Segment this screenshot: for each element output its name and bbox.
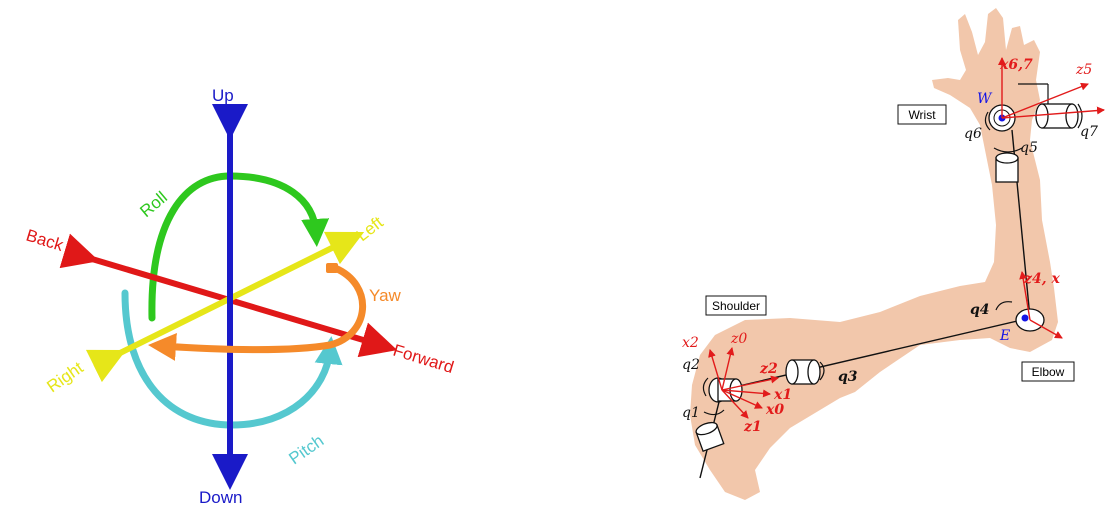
label-yaw: Yaw — [369, 286, 402, 305]
frame-arrows — [708, 57, 1105, 419]
label-x1: x1 — [773, 387, 792, 403]
rotation-hint-q1 — [703, 409, 725, 416]
shoulder-box: Shoulder — [705, 295, 767, 316]
axes-rotation-diagram: Up Down Roll Back Left Yaw Forward Right… — [24, 86, 456, 507]
joint-q6-wrist — [988, 104, 1016, 132]
arm-silhouette — [690, 8, 1058, 500]
rotation-hint-q7 — [1077, 103, 1083, 129]
label-right: Right — [43, 358, 87, 396]
label-z2: z2 — [759, 361, 778, 377]
label-q5: q5 — [1020, 140, 1038, 156]
yaw-arc-start — [326, 263, 338, 273]
elbow-box: Elbow — [1021, 361, 1075, 382]
label-back: Back — [24, 226, 66, 255]
rotation-hint-q2 — [702, 377, 709, 397]
robot-arm-diagram: Wrist Shoulder Elbow W E x6,7 z5 z4, x x… — [682, 8, 1105, 500]
label-up: Up — [212, 86, 234, 105]
rotation-hint-q4 — [995, 301, 1013, 311]
label-z5: z5 — [1075, 62, 1092, 78]
rotation-hint-q6 — [984, 111, 991, 131]
wrist-box: Wrist — [897, 104, 947, 125]
label-q6: q6 — [964, 126, 982, 142]
joint-q7-cylinder — [1035, 103, 1079, 129]
label-down: Down — [199, 488, 242, 507]
label-q7: q7 — [1080, 124, 1098, 140]
label-x67: x6,7 — [999, 57, 1033, 73]
label-q1: q1 — [682, 405, 700, 421]
rotation-hint-q5 — [993, 147, 1023, 153]
svg-text:Elbow: Elbow — [1032, 365, 1065, 379]
label-forward: Forward — [391, 341, 456, 377]
rotation-hint-q3 — [819, 361, 825, 381]
label-q4: q4 — [970, 302, 990, 318]
label-z4x: z4, x — [1023, 271, 1060, 287]
joint-q3-cylinder — [785, 359, 821, 385]
label-pitch: Pitch — [285, 431, 327, 468]
label-q2: q2 — [682, 357, 700, 373]
label-x0: x0 — [765, 402, 784, 418]
joint-q1-cylinder — [695, 421, 725, 452]
label-left: Left — [353, 213, 387, 246]
joint-q5-cylinder — [995, 152, 1019, 183]
yaw-arc — [148, 264, 366, 361]
label-e: E — [999, 328, 1010, 344]
label-z1: z1 — [743, 419, 762, 435]
label-roll: Roll — [136, 188, 171, 221]
label-w: W — [977, 91, 993, 107]
label-z0: z0 — [730, 331, 747, 347]
label-q3: q3 — [838, 369, 858, 385]
label-x2: x2 — [682, 335, 699, 351]
svg-text:Shoulder: Shoulder — [712, 299, 760, 313]
svg-text:Wrist: Wrist — [908, 108, 936, 122]
